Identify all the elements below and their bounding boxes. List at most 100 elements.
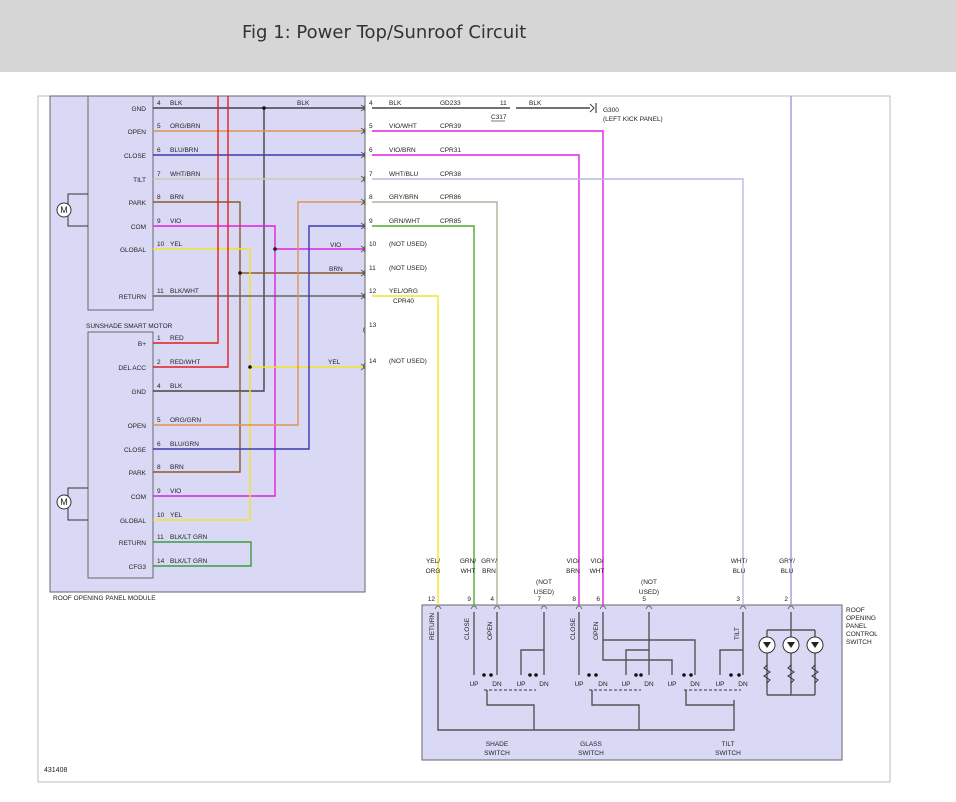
pin-name: RETURN	[119, 294, 146, 301]
motor-label: M	[60, 205, 68, 215]
switch-wire-label: BLU	[733, 568, 746, 575]
switch-internal	[520, 649, 544, 675]
wire-code: ORG/GRN	[170, 417, 201, 424]
wire-yel-global	[153, 248, 251, 521]
sunshade-motor-label: SUNSHADE SMART MOTOR	[86, 323, 173, 330]
pin-number: 10	[157, 241, 165, 248]
switch-wire-label: BRN	[482, 568, 496, 575]
switch-pin: 9	[467, 596, 471, 603]
connector-wire: GRN/WHT	[389, 218, 420, 225]
connector-arrow	[360, 269, 366, 277]
splice-dot	[729, 673, 733, 677]
connector-c	[363, 292, 366, 300]
switch-pin: 3	[736, 596, 740, 603]
connector-c	[363, 127, 366, 135]
switch-wire-label: ORG	[426, 568, 441, 575]
resistor-icon	[811, 664, 819, 684]
sunshade-motor-box	[87, 331, 154, 579]
connector-pin: 4	[369, 100, 373, 107]
connector-wire: WHT/BLU	[389, 171, 419, 178]
switch-pin-c	[787, 605, 795, 610]
wire-code: BLU/GRN	[170, 441, 199, 448]
connector-wire: BLK	[389, 100, 402, 107]
switch-name: TILT	[722, 741, 735, 748]
resistor-icon	[787, 664, 795, 684]
pin-number: 8	[157, 194, 161, 201]
switch-name: SWITCH	[578, 750, 604, 757]
switch-terminal-label: OPEN	[487, 621, 494, 640]
pin-name: PARK	[129, 200, 147, 207]
connector-arrow	[360, 245, 366, 253]
connector-pin: 8	[369, 194, 373, 201]
control-switch-label: ROOF	[846, 607, 865, 614]
pin-number: 8	[157, 464, 161, 471]
pin-number: 6	[157, 441, 161, 448]
wire-yel-org	[372, 295, 439, 605]
switch-up-label: UP	[516, 681, 525, 688]
motor-label: M	[60, 497, 68, 507]
pin-number: 11	[157, 288, 164, 295]
connector-wire: VIO/WHT	[389, 123, 417, 130]
roof-module-inner-box	[87, 95, 154, 311]
switch-pin-c	[540, 605, 548, 610]
pin-name: PARK	[129, 470, 147, 477]
wire-label: YEL	[328, 359, 341, 366]
switch-dn-label: DN	[598, 681, 608, 688]
switch-up-label: UP	[469, 681, 478, 688]
switch-dn-label: DN	[492, 681, 502, 688]
pin-name: TILT	[133, 177, 146, 184]
diagram-id: 431408	[44, 767, 67, 774]
wire-code: RED/WHT	[170, 359, 200, 366]
connector-c	[363, 269, 366, 277]
switch-wire-label: (NOT	[536, 579, 552, 586]
switch-up-label: UP	[574, 681, 583, 688]
connector-wire: GRY/BRN	[389, 194, 419, 201]
connector-pin: 14	[369, 358, 377, 365]
switch-pin: 2	[784, 596, 788, 603]
switch-pin: 5	[642, 596, 646, 603]
pin-number: 10	[157, 512, 165, 519]
switch-pin: 7	[537, 596, 541, 603]
connector-c	[363, 326, 366, 334]
switch-wire-label: BRN	[566, 568, 580, 575]
switch-pin: 4	[490, 596, 494, 603]
pin-number: 9	[157, 488, 161, 495]
splice-dot	[689, 673, 693, 677]
connector-wire: (NOT USED)	[389, 241, 427, 248]
pin-number: 4	[157, 100, 161, 107]
pin-name: CLOSE	[124, 153, 147, 160]
switch-internal	[602, 612, 673, 675]
switch-wire-label: GRN/	[460, 558, 476, 565]
connector-circuit: CPR31	[440, 147, 461, 154]
switch-pin-c	[645, 605, 653, 610]
splice-dot	[594, 673, 598, 677]
pin-number: 14	[157, 558, 165, 565]
wire-red-b	[153, 96, 219, 344]
switch-wire-label: VIO/	[590, 558, 603, 565]
switch-pin-c	[470, 605, 478, 610]
wire-vio-com	[153, 225, 276, 497]
connector-pin: 13	[369, 322, 377, 329]
wire-org-grn	[153, 201, 365, 426]
switch-pin-c	[739, 605, 747, 610]
switch-up-label: UP	[621, 681, 630, 688]
switch-pin-c	[493, 605, 501, 610]
connector-circuit: CPR39	[440, 123, 461, 130]
connector-pin: 11	[369, 265, 376, 272]
switch-wire-label: YEL/	[426, 558, 440, 565]
pin-number: 5	[157, 123, 161, 130]
connector-c	[363, 245, 366, 253]
switch-terminal-label: TILT	[734, 627, 741, 640]
switch-dn-label: DN	[539, 681, 549, 688]
control-switch-label: CONTROL	[846, 631, 878, 638]
wire-code: ORG/BRN	[170, 123, 201, 130]
connector-wire: (NOT USED)	[389, 358, 427, 365]
switch-pin: 6	[596, 596, 600, 603]
switch-internal	[486, 690, 535, 730]
connector-arrow	[360, 127, 366, 135]
wire-code: BRN	[170, 194, 184, 201]
switch-pin: 12	[428, 596, 436, 603]
wire-code: YEL	[170, 241, 183, 248]
control-switch-label: SWITCH	[846, 639, 872, 646]
connector-circuit: CPR38	[440, 171, 461, 178]
